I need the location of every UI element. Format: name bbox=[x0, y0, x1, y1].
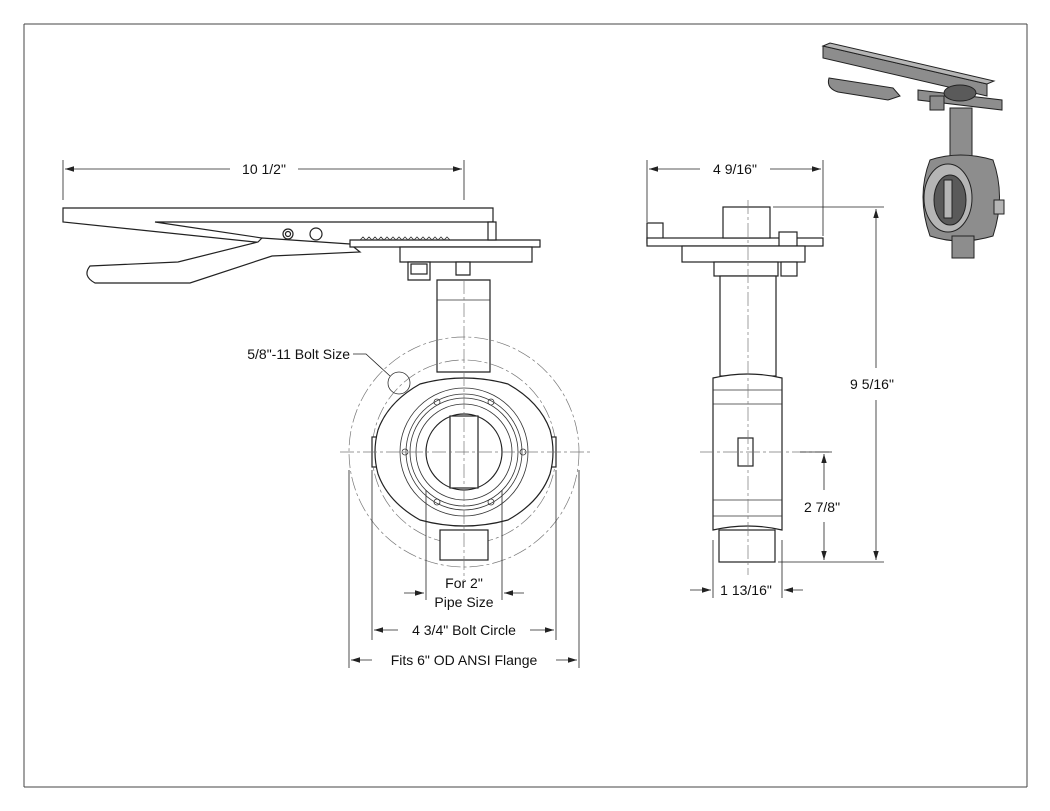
side-width-label: 4 9/16" bbox=[713, 161, 757, 177]
bolt-circle-label: 4 3/4" Bolt Circle bbox=[412, 622, 516, 638]
side-dimensions: 4 9/16" 9 5/16" 2 7/8" 1 13/16" bbox=[646, 160, 894, 598]
center-height-label: 2 7/8" bbox=[804, 499, 840, 515]
pipe-size-label-line1: For 2" bbox=[445, 575, 483, 591]
sheet-border bbox=[23, 23, 1028, 788]
side-view bbox=[646, 200, 830, 575]
front-dimensions: 10 1/2" 5/8"-11 Bolt Size For 2" Pipe Si… bbox=[62, 160, 580, 668]
side-bracket bbox=[681, 245, 806, 263]
front-neck bbox=[436, 279, 491, 373]
body-thickness-label: 1 13/16" bbox=[720, 582, 772, 598]
overall-height-label: 9 5/16" bbox=[850, 376, 894, 392]
pipe-size-label-line2: Pipe Size bbox=[434, 594, 493, 610]
side-bottom-stub bbox=[718, 529, 776, 563]
handle-length-label: 10 1/2" bbox=[242, 161, 286, 177]
isometric-render bbox=[821, 42, 1005, 259]
side-stem-top bbox=[722, 206, 771, 239]
front-handle bbox=[62, 207, 541, 284]
flange-fit-label: Fits 6" OD ANSI Flange bbox=[391, 652, 538, 668]
bolt-size-label: 5/8"-11 Bolt Size bbox=[247, 346, 350, 362]
front-view bbox=[62, 207, 590, 580]
bolt-hole bbox=[387, 371, 411, 395]
